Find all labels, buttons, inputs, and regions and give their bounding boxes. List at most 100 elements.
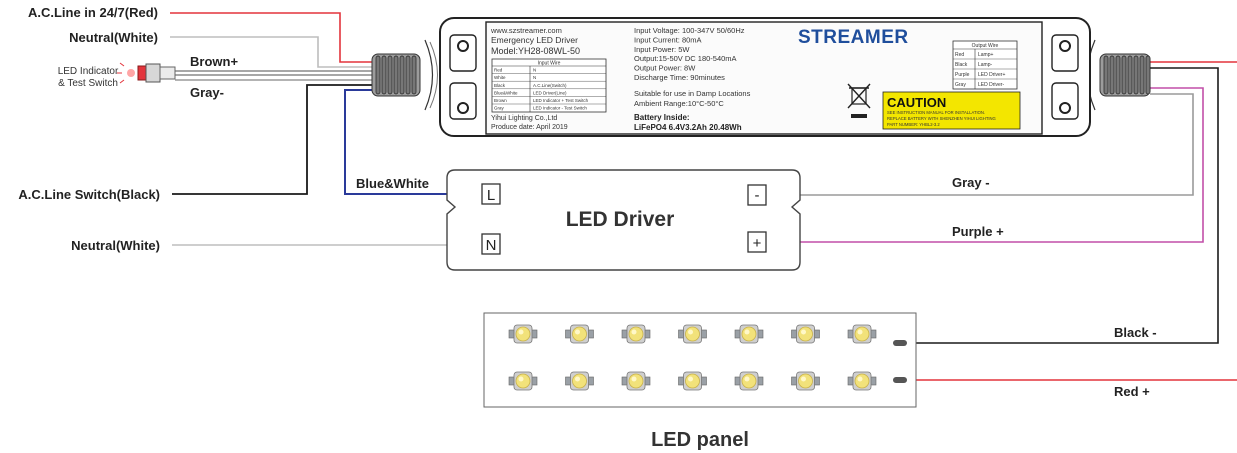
input-wire-color: Black — [494, 83, 506, 88]
output-wire-table-title: Output Wire — [972, 43, 999, 49]
input-wire-color: Blue&White — [494, 90, 518, 95]
output-wire-function: LED Driver+ — [978, 72, 1005, 78]
led-chip — [508, 324, 538, 344]
caution-line-1: SEE INSTRUCTION MANUAL FOR INSTALLATION. — [887, 110, 985, 115]
blue-wire — [344, 89, 482, 195]
conduit-rib — [1133, 55, 1139, 95]
spec-line: Input Voltage: 100-347V 50/60Hz — [634, 26, 745, 35]
label-purple-right: Purple + — [952, 224, 1004, 239]
conduit-rib — [1109, 55, 1115, 95]
caution-line-3: PART NUMBER: YHBL2-3.2 — [887, 122, 940, 127]
conduit-rib — [1145, 55, 1151, 95]
unit-damp-line-1: Suitable for use in Damp Locations — [634, 89, 751, 98]
led-chip — [508, 371, 538, 391]
unit-produce-date: Produce date: April 2019 — [491, 124, 568, 131]
label-brown: Brown+ — [190, 54, 238, 69]
led-chip — [734, 371, 764, 391]
unit-model: Model:YH28-08WL-50 — [491, 46, 580, 56]
label-neutral-bottom: Neutral(White) — [71, 238, 160, 253]
spec-line: Input Current: 80mA — [634, 35, 702, 44]
input-wire-table-title: Input Wire — [538, 61, 561, 67]
terminal-n: N — [486, 237, 497, 254]
conduit-rib — [1115, 55, 1121, 95]
unit-company: Yihui Lighting Co.,Ltd — [491, 115, 557, 122]
led-chip — [621, 371, 651, 391]
led-indicator-switch — [117, 62, 176, 84]
input-wire-color: Gray — [494, 106, 505, 111]
input-wire-function: LED Indicator + Test Switch — [533, 98, 589, 103]
led-chip — [847, 371, 877, 391]
label-led-indicator: LED Indicator — [58, 66, 119, 77]
input-wire-function: N — [533, 75, 536, 80]
input-wire-function: N — [533, 68, 536, 73]
conduit-rib — [1127, 55, 1133, 95]
caution-line-2: REPLACE BATTERY WITH SHENZHEN YIHUI LIGH… — [887, 116, 996, 121]
input-wire-color: White — [494, 75, 506, 80]
emergency-unit: www.szstreamer.com Emergency LED Driver … — [439, 17, 1091, 137]
output-wire-color: Gray — [955, 82, 966, 88]
unit-website: www.szstreamer.com — [490, 26, 562, 35]
label-ac-line-247: A.C.Line in 24/7(Red) — [28, 5, 158, 20]
output-wire-color: Black — [955, 62, 968, 68]
led-chip — [565, 324, 594, 344]
white-wire-neutral-top — [170, 36, 372, 68]
input-wire-function: A.C.Line(Switch) — [533, 83, 567, 88]
conduit-rib — [393, 55, 399, 95]
purple-wire — [768, 87, 1204, 243]
red-wire-ac-line — [170, 12, 372, 63]
unit-product-name: Emergency LED Driver — [491, 35, 578, 45]
conduit-rib — [1103, 55, 1109, 95]
led-panel — [483, 312, 917, 408]
left-wires — [170, 12, 482, 246]
unit-battery-value: LiFePO4 6.4V3.2Ah 20.48Wh — [634, 123, 742, 132]
unit-battery-title: Battery Inside: — [634, 113, 690, 122]
conduit-rib — [1121, 55, 1127, 95]
led-driver-title: LED Driver — [566, 208, 675, 231]
terminal-plus: + — [753, 235, 762, 252]
label-ac-switch: A.C.Line Switch(Black) — [18, 187, 160, 202]
label-gray-left: Gray- — [190, 85, 224, 100]
led-chip — [678, 324, 707, 344]
unit-damp-line-2: Ambient Range:10°C-50°C — [634, 99, 724, 108]
led-chip — [791, 324, 820, 344]
conduit-rib — [411, 55, 417, 95]
caution-title: CAUTION — [887, 95, 946, 110]
output-wire-function: Lamp+ — [978, 52, 994, 58]
conduit-rib — [399, 55, 405, 95]
spec-line: Output Power: 8W — [634, 64, 696, 73]
caution-label: CAUTION SEE INSTRUCTION MANUAL FOR INSTA… — [882, 91, 1021, 130]
output-wire-color: Purple — [955, 72, 970, 78]
conduit-rib — [1139, 55, 1145, 95]
terminal-minus: - — [755, 187, 760, 204]
conduit-rib — [405, 55, 411, 95]
left-conduit — [371, 39, 438, 111]
led-chip — [791, 371, 820, 391]
weee-bin-icon — [847, 83, 871, 118]
led-panel-title: LED panel — [651, 429, 749, 451]
output-wire-color: Red — [955, 52, 964, 58]
output-wire-function: LED Driver- — [978, 82, 1004, 88]
output-wire-function: Lamp- — [978, 62, 993, 68]
spec-line: Output:15-50V DC 180-540mA — [634, 54, 737, 63]
conduit-rib — [387, 55, 393, 95]
led-chip — [734, 324, 764, 344]
led-chip — [621, 324, 651, 344]
black-wire-switch — [172, 84, 372, 195]
input-wire-color: Brown — [494, 98, 507, 103]
spec-line: Discharge Time: 90minutes — [634, 73, 725, 82]
label-neutral-top: Neutral(White) — [69, 30, 158, 45]
label-test-switch: & Test Switch — [58, 78, 118, 89]
right-conduit — [1082, 39, 1151, 111]
input-wire-color: Red — [494, 68, 503, 73]
gray-wire-right — [768, 93, 1194, 196]
terminal-l: L — [487, 187, 495, 204]
conduit-rib — [381, 55, 387, 95]
right-wires — [768, 61, 1237, 381]
led-chip — [678, 371, 707, 391]
led-driver: L N - + LED Driver — [446, 169, 801, 271]
spec-line: Input Power: 5W — [634, 45, 690, 54]
label-gray-right: Gray - — [952, 175, 990, 190]
